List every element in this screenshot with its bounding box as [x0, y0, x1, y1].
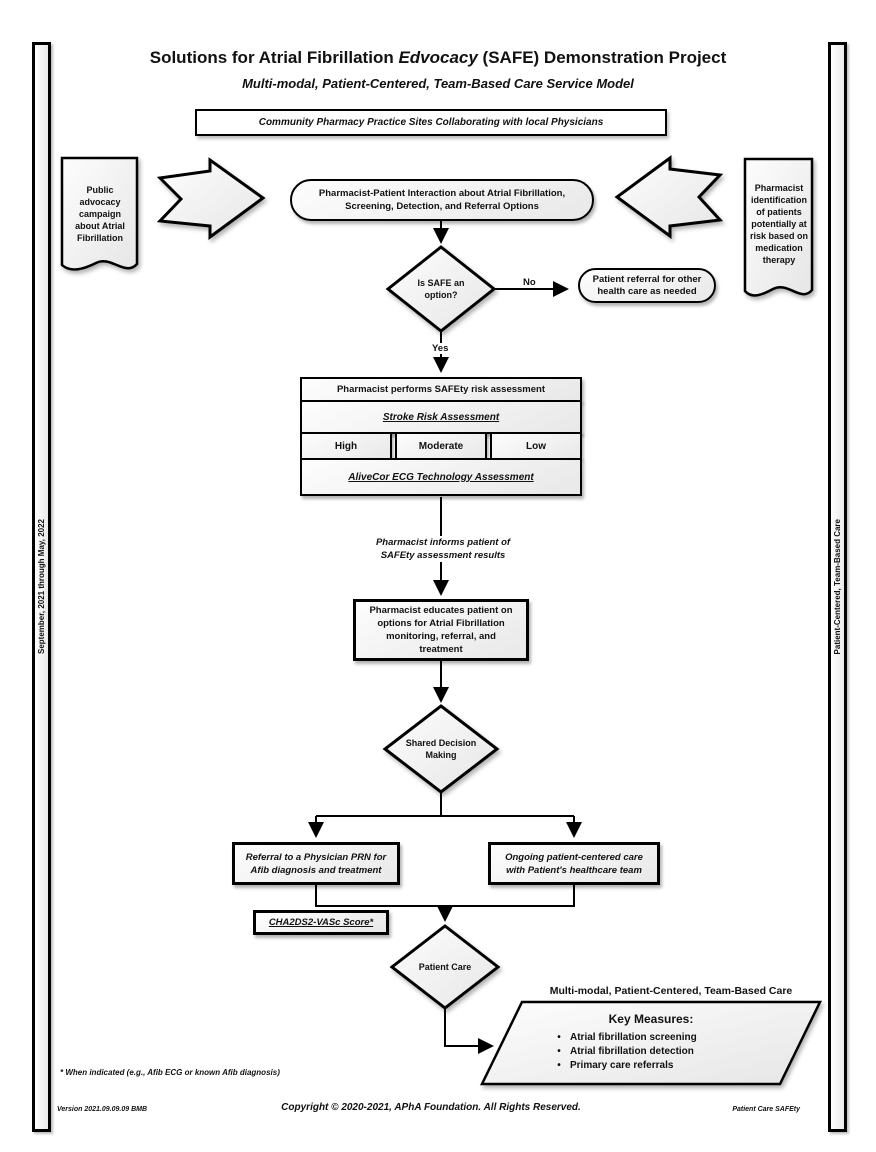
- right-theme-label: Patient-Centered, Team-Based Care: [833, 519, 842, 655]
- informs-annotation: Pharmacist informs patient of SAFEty ass…: [356, 536, 530, 562]
- risk-header-box: Pharmacist performs SAFEty risk assessme…: [300, 377, 582, 402]
- left-timeline-bar: September, 2021 through May, 2022: [32, 42, 51, 1132]
- key-measure-text: Atrial fibrillation screening: [570, 1032, 697, 1043]
- decision-diamond-safe: [385, 245, 497, 333]
- key-measure-text: Atrial fibrillation detection: [570, 1046, 694, 1057]
- decision-safe-label: Is SAFE an option?: [417, 278, 465, 300]
- decision-shared-label: Shared Decision Making: [405, 738, 477, 760]
- connector-branch-merge: [315, 885, 575, 907]
- bullet-icon: [548, 1045, 570, 1059]
- key-measure-item: Primary care referrals: [548, 1059, 788, 1073]
- footer-tagline: Patient Care SAFEty: [732, 1106, 800, 1113]
- key-measures-title: Key Measures:: [608, 1012, 694, 1026]
- key-measure-text: Primary care referrals: [570, 1060, 674, 1071]
- yes-label: Yes: [430, 343, 451, 354]
- footer-version: Version 2021.09.09.09 BMB: [57, 1106, 148, 1113]
- bullet-icon: [548, 1031, 570, 1045]
- key-measures-list: Atrial fibrillation screening Atrial fib…: [548, 1031, 788, 1073]
- risk-level-row: High Moderate Low: [300, 432, 582, 460]
- stroke-risk-box: Stroke Risk Assessment: [300, 400, 582, 434]
- document-shape-right: [743, 157, 814, 297]
- connector-patient-care-to-outcome: [444, 1008, 494, 1054]
- interaction-stadium: Pharmacist-Patient Interaction about Atr…: [290, 179, 594, 221]
- risk-level-low: Low: [490, 432, 582, 460]
- doc-left-label: Public advocacy campaign about Atrial Fi…: [75, 185, 125, 243]
- right-theme-bar: Patient-Centered, Team-Based Care: [828, 42, 847, 1132]
- score-note-box: CHA2DS2-VASc Score*: [253, 910, 389, 935]
- page-title-post: (SAFE) Demonstration Project: [477, 48, 727, 67]
- risk-level-moderate: Moderate: [395, 432, 487, 460]
- document-shape-left: [60, 156, 139, 271]
- decision-patient-care-label: Patient Care: [418, 962, 472, 972]
- connector-lines: [308, 221, 582, 1054]
- footer-copyright: Copyright © 2020-2021, APhA Foundation. …: [281, 1102, 581, 1113]
- banner-box: Community Pharmacy Practice Sites Collab…: [195, 109, 667, 136]
- footnote: * When indicated (e.g., Afib ECG or know…: [60, 1068, 280, 1077]
- left-timeline-label: September, 2021 through May, 2022: [37, 519, 46, 655]
- alivecor-box: AliveCor ECG Technology Assessment: [300, 458, 582, 496]
- decision-diamond-patient-care: [389, 924, 501, 1010]
- block-arrow-left-icon: [614, 155, 724, 239]
- page-title: Solutions for Atrial Fibrillation Edvoca…: [60, 48, 816, 68]
- connector-shared-split: [316, 792, 574, 817]
- page-subtitle: Multi-modal, Patient-Centered, Team-Base…: [242, 76, 634, 91]
- educates-box: Pharmacist educates patient on options f…: [353, 599, 529, 661]
- key-measure-item: Atrial fibrillation detection: [548, 1045, 788, 1059]
- referral-other-stadium: Patient referral for other health care a…: [578, 268, 716, 303]
- doc-right-label: Pharmacist identification of patients po…: [749, 183, 809, 265]
- bullet-icon: [548, 1059, 570, 1073]
- risk-level-high: High: [300, 432, 392, 460]
- key-measure-item: Atrial fibrillation screening: [548, 1031, 788, 1045]
- branch-ongoing-box: Ongoing patient-centered care with Patie…: [488, 842, 660, 885]
- block-arrow-right-icon: [156, 157, 266, 240]
- decision-diamond-shared: [382, 704, 500, 794]
- no-label: No: [521, 277, 538, 288]
- page-title-emphasis: Edvocacy: [398, 48, 478, 67]
- outcome-header: Multi-modal, Patient-Centered, Team-Base…: [549, 985, 793, 997]
- page-title-pre: Solutions for Atrial Fibrillation: [149, 48, 399, 67]
- branch-referral-box: Referral to a Physician PRN for Afib dia…: [232, 842, 400, 885]
